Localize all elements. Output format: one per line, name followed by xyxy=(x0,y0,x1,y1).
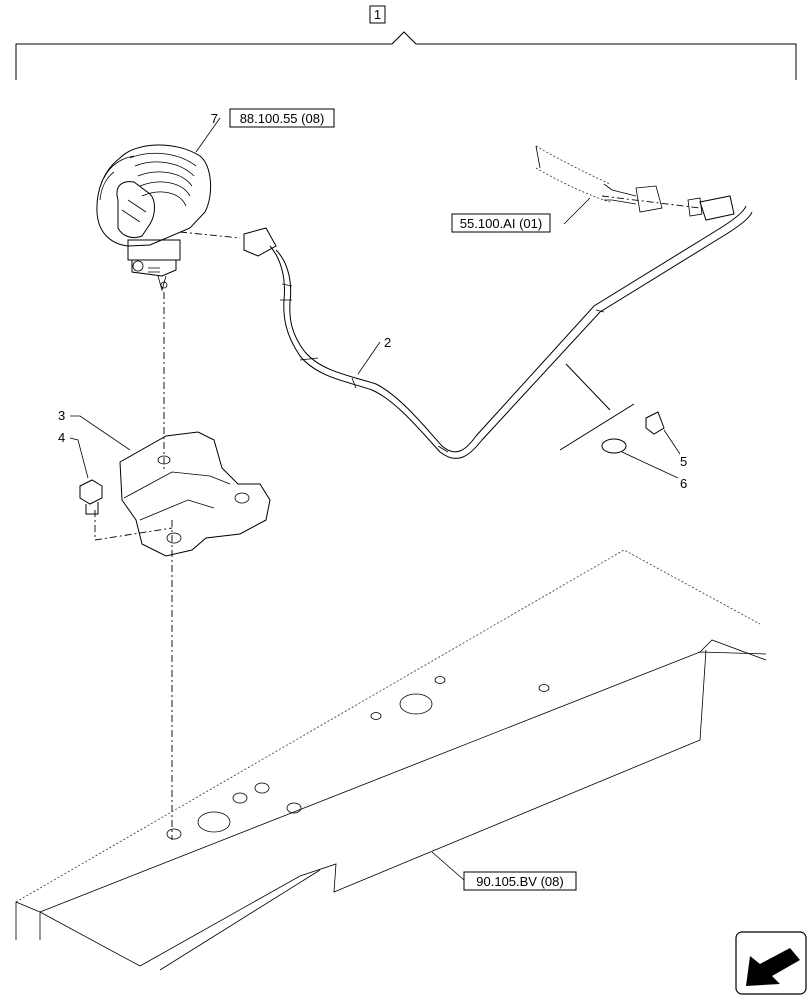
frame-ref: 90.105.BV (08) xyxy=(476,874,563,889)
frame-callout: 90.105.BV (08) xyxy=(431,851,577,891)
harness-number: 2 xyxy=(384,335,391,350)
harness-ref: 55.100.AI (01) xyxy=(460,216,542,231)
arrow-down-left-icon[interactable] xyxy=(735,931,807,995)
work-light xyxy=(96,144,212,292)
assembly-bracket: 1 xyxy=(15,5,797,80)
wire-harness xyxy=(243,195,753,459)
work-light-number: 7 xyxy=(211,111,218,126)
harness-ref-box xyxy=(451,213,551,233)
work-light-ref: 88.100.55 (08) xyxy=(240,111,325,126)
bolt-callout: 4 xyxy=(58,430,89,479)
cable-tie: 6 xyxy=(601,438,687,491)
clip-number: 5 xyxy=(680,454,687,469)
work-light-ref-box xyxy=(229,108,335,128)
section-marker xyxy=(559,363,635,451)
assembly-label-box xyxy=(369,5,386,24)
assembly-label: 1 xyxy=(374,7,381,22)
mounting-bracket xyxy=(119,431,271,557)
work-light-callout: 7 88.100.55 (08) xyxy=(195,108,335,153)
frame-ref-box xyxy=(463,871,577,891)
clip: 5 xyxy=(645,411,687,469)
tie-number: 6 xyxy=(680,476,687,491)
bracket-number: 3 xyxy=(58,408,65,423)
harness-callout: 2 xyxy=(357,335,391,375)
bracket-callout: 3 xyxy=(58,408,131,451)
bolt xyxy=(79,479,103,515)
existing-harness: 55.100.AI (01) xyxy=(451,145,663,233)
frame xyxy=(15,549,767,971)
bolt-number: 4 xyxy=(58,430,65,445)
